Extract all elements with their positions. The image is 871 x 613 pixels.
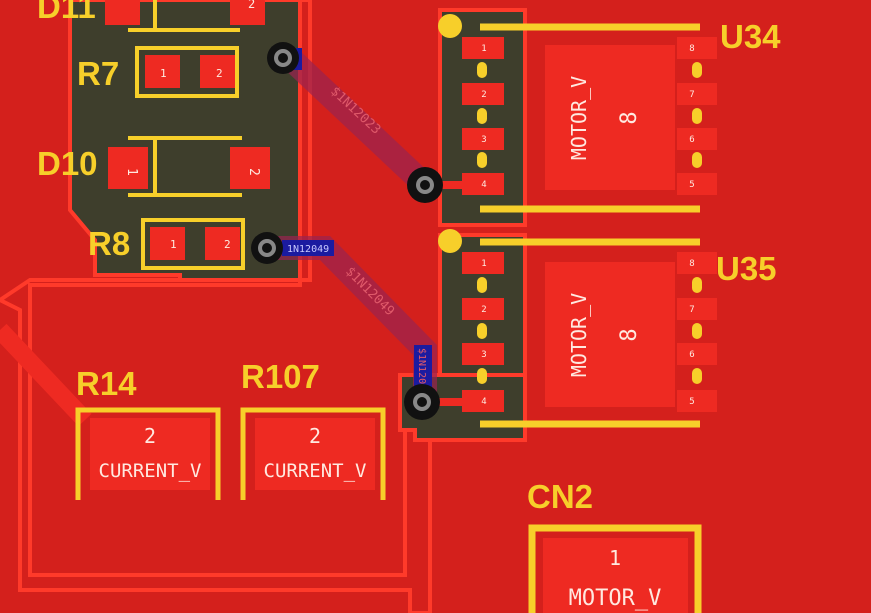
refdes-r7: R7 xyxy=(77,55,119,92)
pin-number: 2 xyxy=(481,90,486,100)
pin-number: 1 xyxy=(481,44,486,54)
pad-net-label: CURRENT_V xyxy=(99,460,202,482)
refdes-d11: D11 xyxy=(37,0,96,25)
pad-number: 1 xyxy=(124,168,139,176)
pad-number: 2 xyxy=(224,238,231,251)
pad-number: 1 xyxy=(609,546,621,570)
pin-number: 4 xyxy=(481,397,486,407)
pad-number: 1 xyxy=(170,238,177,251)
pin-number: 2 xyxy=(481,305,486,315)
refdes-cn2: CN2 xyxy=(527,478,593,515)
refdes-r8: R8 xyxy=(88,225,130,262)
pad-net-label: MOTOR_V xyxy=(567,76,591,160)
pin-number: 3 xyxy=(481,350,486,360)
component-r14[interactable]: 2 CURRENT_V R14 xyxy=(75,365,221,500)
pad-number: 2 xyxy=(246,168,261,176)
refdes-u35: U35 xyxy=(716,250,777,287)
net-label-1n12049-short: 1N12049 xyxy=(287,244,329,255)
power-trace[interactable] xyxy=(0,323,92,427)
pin-number: 1 xyxy=(481,259,486,269)
pad-number: 2 xyxy=(144,424,156,448)
pad-net-label: CURRENT_V xyxy=(264,460,367,482)
pin-number: 6 xyxy=(689,135,694,145)
component-u34[interactable]: 1 2 3 4 5 6 7 8 MOTOR_V 8 U34 xyxy=(438,14,781,213)
pad-number: 8 xyxy=(617,328,642,341)
pin-number: 5 xyxy=(689,180,694,190)
pad-number: 2 xyxy=(309,424,321,448)
pad-net-label: MOTOR_V xyxy=(569,586,662,611)
component-d11[interactable]: D11 2 xyxy=(37,0,265,32)
component-d10[interactable]: 1 2 D10 xyxy=(37,136,270,197)
component-r7[interactable]: 1 2 R7 xyxy=(77,46,239,98)
vias[interactable] xyxy=(251,42,443,420)
component-r8[interactable]: 1 2 R8 xyxy=(88,218,245,270)
refdes-u34: U34 xyxy=(720,18,781,55)
component-u35[interactable]: 1 2 3 4 5 6 7 8 MOTOR_V 8 U35 xyxy=(438,229,777,428)
pad-number: 8 xyxy=(617,111,642,124)
pin-number: 7 xyxy=(689,90,694,100)
pin-number: 7 xyxy=(689,305,694,315)
net-label-1n12049: $1N12049 xyxy=(342,264,397,319)
pin-number: 6 xyxy=(689,350,694,360)
pin-number: 3 xyxy=(481,135,486,145)
pad-net-label: MOTOR_V xyxy=(567,293,591,377)
net-label-1n12049-vertical: $1N12049 xyxy=(416,348,427,396)
pin-number: 8 xyxy=(689,44,694,54)
refdes-r107: R107 xyxy=(241,358,320,395)
component-cn2[interactable]: 1 MOTOR_V CN2 xyxy=(527,478,702,613)
pin-number: 8 xyxy=(689,259,694,269)
refdes-r14: R14 xyxy=(76,365,137,402)
pin-number: 4 xyxy=(481,180,486,190)
pad-number: 1 xyxy=(160,67,167,80)
pad-number: 2 xyxy=(248,0,255,11)
pin-number: 5 xyxy=(689,397,694,407)
component-r107[interactable]: 2 CURRENT_V R107 xyxy=(240,358,386,500)
refdes-d10: D10 xyxy=(37,145,98,182)
pad-number: 2 xyxy=(216,67,223,80)
